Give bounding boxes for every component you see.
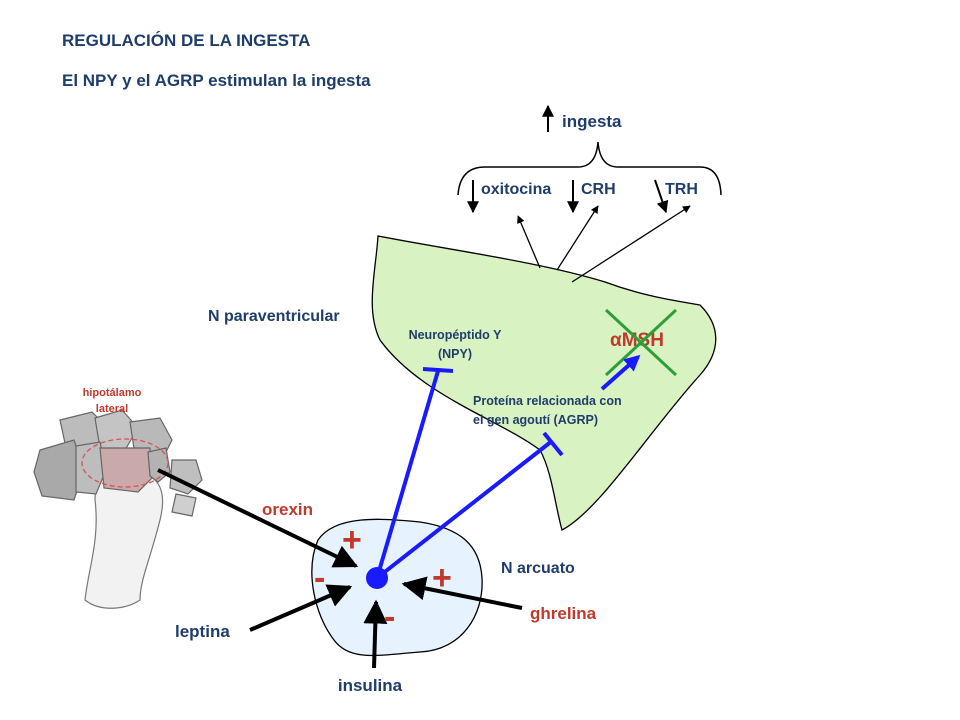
ghrelina-label: ghrelina bbox=[530, 604, 597, 623]
curly-brace bbox=[457, 141, 722, 196]
oxitocina-label: oxitocina bbox=[481, 181, 551, 198]
insulina-arrow bbox=[363, 599, 388, 669]
trh-down-arrow bbox=[654, 179, 669, 214]
agrp-pathway-line bbox=[375, 439, 554, 580]
hipotalamo-label-line1: hipotálamo bbox=[83, 387, 142, 399]
leptina-label: leptina bbox=[175, 622, 230, 641]
title: REGULACIÓN DE LA INGESTA bbox=[62, 31, 310, 50]
npy-pathway-line bbox=[375, 370, 440, 579]
arcuate-neuron bbox=[366, 567, 388, 589]
npy-label-line1: Neuropéptido Y bbox=[409, 328, 502, 342]
arcuate-nucleus bbox=[311, 518, 483, 657]
pvn-to-oxitocina-arrow bbox=[517, 215, 541, 269]
agrp-inhibition-bar bbox=[542, 431, 564, 457]
insulina-label: insulina bbox=[338, 676, 403, 695]
npy-label-line2: (NPY) bbox=[438, 347, 472, 361]
hipotalamo-label-line2: lateral bbox=[96, 403, 128, 415]
msh-stimulation-arrow bbox=[600, 354, 641, 391]
crh-label: CRH bbox=[581, 181, 616, 198]
subtitle: El NPY y el AGRP estimulan la ingesta bbox=[62, 71, 371, 90]
ghrelina-arrow bbox=[401, 576, 523, 610]
orexin-label: orexin bbox=[262, 500, 313, 519]
insulina-sign: - bbox=[384, 598, 395, 636]
pvn-to-crh-arrow bbox=[556, 205, 599, 271]
ghrelina-sign: + bbox=[432, 559, 452, 597]
agrp-label-line2: el gen agoutí (AGRP) bbox=[473, 413, 598, 427]
paraventricular-nucleus bbox=[371, 235, 717, 531]
ingesta-label: ingesta bbox=[562, 112, 622, 131]
msh-cross bbox=[604, 308, 678, 377]
n-arcuato-label: N arcuato bbox=[501, 560, 575, 577]
leptina-sign: - bbox=[314, 559, 325, 597]
n-paraventricular-label: N paraventricular bbox=[208, 308, 340, 325]
orexin-sign: + bbox=[342, 521, 362, 559]
alpha-symbol: α bbox=[610, 330, 622, 351]
leptina-arrow bbox=[249, 584, 353, 632]
pvn-to-trh-arrow bbox=[571, 205, 691, 283]
npy-inhibition-bar bbox=[422, 367, 454, 373]
orexin-arrow bbox=[157, 468, 359, 568]
hypothalamus-illustration bbox=[33, 409, 203, 609]
agrp-label-line1: Proteína relacionada con bbox=[473, 394, 622, 408]
trh-label: TRH bbox=[665, 181, 698, 198]
